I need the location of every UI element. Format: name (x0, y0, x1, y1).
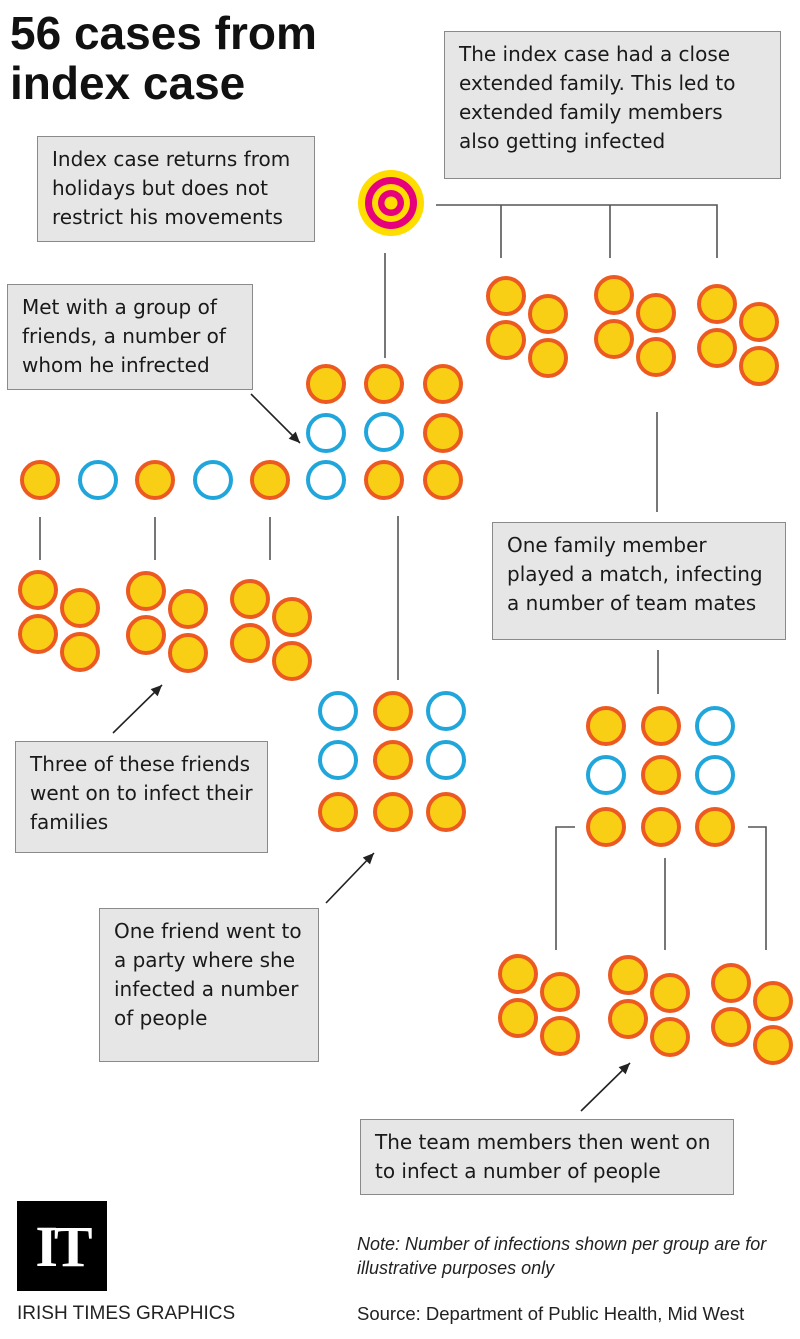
infected-case (711, 1007, 751, 1047)
arrowhead-icon (288, 431, 300, 443)
infected-case (586, 807, 626, 847)
irish-times-logo: IT (17, 1201, 107, 1291)
infected-case (697, 284, 737, 324)
extended-family-note: The index case had a close extended fami… (444, 31, 781, 179)
infected-case (373, 691, 413, 731)
infected-case (650, 1017, 690, 1057)
connector-line (748, 826, 767, 950)
infected-case (711, 963, 751, 1003)
infected-case (364, 364, 404, 404)
infected-case (126, 571, 166, 611)
index-returns-note: Index case returns from holidays but doe… (37, 136, 315, 242)
infected-case (364, 460, 404, 500)
arrow-shaft (250, 393, 301, 444)
illustrative-note: Note: Number of infections shown per gro… (357, 1234, 767, 1278)
index-case-icon (358, 170, 424, 236)
uninfected-contact (695, 706, 735, 746)
infected-case (641, 706, 681, 746)
connector-line (555, 826, 575, 950)
infected-case (641, 807, 681, 847)
team-members-note: The team members then went on to infect … (360, 1119, 734, 1195)
infected-case (540, 972, 580, 1012)
infected-case (594, 319, 634, 359)
page-title: 56 cases from index case (10, 7, 317, 109)
infected-case (739, 346, 779, 386)
infected-case (528, 338, 568, 378)
arrow-shaft (580, 1062, 631, 1112)
infected-case (20, 460, 60, 500)
infected-case (168, 633, 208, 673)
infected-case (739, 302, 779, 342)
infected-case (594, 275, 634, 315)
infected-case (498, 998, 538, 1038)
infected-case (126, 615, 166, 655)
infected-case (373, 792, 413, 832)
infected-case (753, 1025, 793, 1065)
infected-case (230, 579, 270, 619)
arrow-shaft (112, 684, 163, 734)
connector-line (436, 204, 718, 258)
uninfected-contact (318, 691, 358, 731)
infected-case (753, 981, 793, 1021)
credit-line: IRISH TIMES GRAPHICS (17, 1303, 236, 1324)
uninfected-contact (426, 691, 466, 731)
uninfected-contact (426, 740, 466, 780)
infected-case (373, 740, 413, 780)
infected-case (230, 623, 270, 663)
uninfected-contact (695, 755, 735, 795)
uninfected-contact (193, 460, 233, 500)
infected-case (586, 706, 626, 746)
friend-party-note: One friend went to a party where she inf… (99, 908, 319, 1062)
infected-case (423, 460, 463, 500)
infected-case (168, 589, 208, 629)
pointer-arrows (112, 393, 631, 1112)
index-center (384, 196, 398, 210)
source-line: Source: Department of Public Health, Mid… (357, 1303, 745, 1324)
three-friends-note: Three of these friends went on to infect… (15, 741, 268, 853)
infected-case (636, 337, 676, 377)
infected-case (272, 597, 312, 637)
infected-case (486, 320, 526, 360)
infected-case (318, 792, 358, 832)
connector-lines (39, 204, 767, 950)
infected-case (60, 632, 100, 672)
arrowhead-icon (362, 853, 374, 865)
uninfected-contact (78, 460, 118, 500)
infected-case (272, 641, 312, 681)
infected-case (250, 460, 290, 500)
infected-case (426, 792, 466, 832)
uninfected-contact (318, 740, 358, 780)
infected-case (18, 614, 58, 654)
infected-case (135, 460, 175, 500)
uninfected-contact (586, 755, 626, 795)
infected-case (697, 328, 737, 368)
infected-case (486, 276, 526, 316)
infected-case (608, 999, 648, 1039)
family-member-match-note: One family member played a match, infect… (492, 522, 786, 640)
infected-case (636, 293, 676, 333)
met-friends-note: Met with a group of friends, a number of… (7, 284, 253, 390)
infected-case (528, 294, 568, 334)
infected-case (498, 954, 538, 994)
infected-case (423, 364, 463, 404)
infected-case (540, 1016, 580, 1056)
infected-case (423, 413, 463, 453)
arrowhead-icon (150, 685, 162, 697)
uninfected-contact (306, 460, 346, 500)
infected-case (60, 588, 100, 628)
arrow-shaft (325, 852, 375, 904)
infected-case (608, 955, 648, 995)
infected-case (18, 570, 58, 610)
uninfected-contact (306, 413, 346, 453)
infected-case (641, 755, 681, 795)
infected-case (695, 807, 735, 847)
infected-case (650, 973, 690, 1013)
infected-case (306, 364, 346, 404)
arrowhead-icon (618, 1063, 630, 1075)
logo-lettering: IT (35, 1213, 92, 1279)
uninfected-contact (364, 412, 404, 452)
case-circles (18, 275, 793, 1065)
